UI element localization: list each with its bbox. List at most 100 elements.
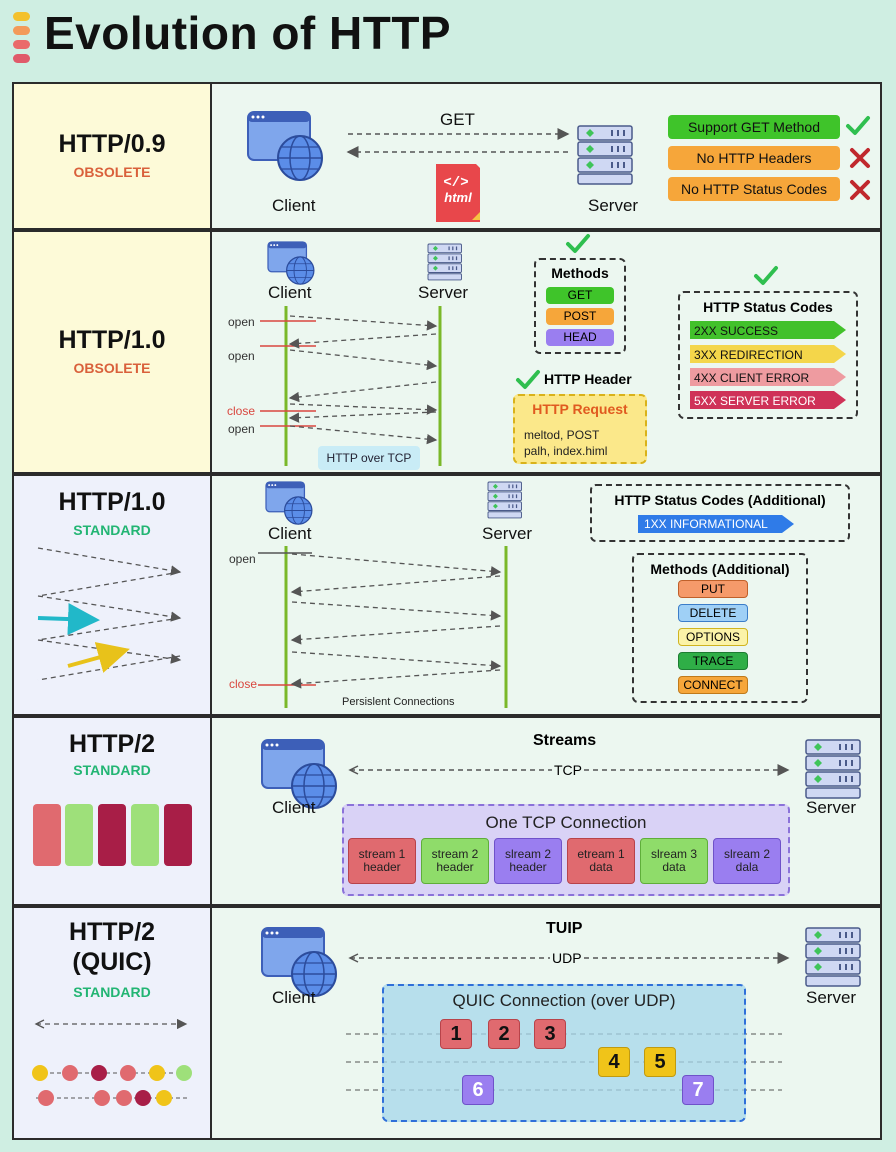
version-label: HTTP/1.0 [58, 326, 166, 354]
packet-1: 1 [440, 1019, 472, 1049]
cross-icon [850, 148, 870, 168]
version-label: (QUIC) [72, 948, 152, 976]
title-dot [13, 26, 30, 35]
status-code-item: 5XX SERVER ERROR [694, 394, 816, 408]
open-label: open [228, 315, 255, 329]
quic-title: TUIP [546, 920, 583, 937]
status-code-item: 3XX REDIRECTION [694, 348, 803, 362]
version-label: HTTP/2 [68, 918, 156, 946]
transport-label: TCP [552, 762, 584, 778]
status-additional-title: HTTP Status Codes (Additional) [614, 492, 826, 508]
status-label: STANDARD [73, 762, 151, 778]
client-label: Client [272, 988, 316, 1007]
feature-badge: Support GET Method [668, 115, 840, 139]
svg-text:</>: </> [443, 175, 468, 191]
tcp-connection-title: One TCP Connection [485, 813, 647, 832]
stream-name: etream 1 [577, 847, 625, 861]
transport-badge: HTTP over TCP [318, 446, 420, 470]
open-label: open [228, 349, 255, 363]
request-label: GET [440, 110, 475, 129]
page-title: Evolution of HTTP [44, 7, 452, 59]
server-icon [805, 927, 861, 987]
open-label: open [228, 422, 255, 436]
streams-title: Streams [533, 732, 597, 749]
server-label: Server [418, 283, 469, 302]
stream-part: data [662, 860, 686, 874]
status-label: OBSOLETE [73, 164, 151, 180]
stream-name: slream 2 [723, 847, 770, 861]
stream-part: data [589, 860, 613, 874]
server-label: Server [806, 988, 857, 1007]
status-codes-title: HTTP Status Codes [703, 299, 833, 315]
packet-6: 6 [462, 1075, 494, 1105]
title-dot [13, 40, 30, 49]
client-label: Client [268, 524, 312, 543]
packet-5: 5 [644, 1047, 676, 1077]
header-title: HTTP Header [544, 371, 632, 387]
quic-connection-title: QUIC Connection (over UDP) [452, 991, 676, 1010]
feature-badge: No HTTP Status Codes [668, 177, 840, 201]
client-label: Client [272, 798, 316, 817]
status-code-item: 1XX INFORMATIONAL [644, 517, 768, 531]
methods-additional-box [632, 553, 808, 703]
row-http10-obsolete: HTTP/1.0 OBSOLETE [12, 230, 882, 474]
packet-2: 2 [488, 1019, 520, 1049]
stream-part: header [363, 860, 401, 874]
feature-badge: No HTTP Headers [668, 146, 840, 170]
packet-3: 3 [534, 1019, 566, 1049]
stream-part: dala [735, 860, 759, 874]
status-additional-box [590, 484, 850, 542]
status-code-item: 2XX SUCCESS [694, 324, 779, 338]
client-icon [247, 111, 323, 181]
status-label: STANDARD [73, 984, 151, 1000]
status-label: STANDARD [73, 522, 151, 538]
persistent-note: Persislent Connections [342, 696, 455, 708]
version-label: HTTP/2 [68, 730, 156, 758]
request-line: meltod, POST [524, 428, 600, 442]
version-label: HTTP/0.9 [58, 130, 166, 158]
transport-label: UDP [550, 950, 584, 966]
client-label: Client [268, 283, 312, 302]
client-label: Client [272, 196, 316, 215]
method-badge: POST [546, 308, 614, 325]
check-icon [754, 266, 778, 285]
stream-name: slream 3 [650, 847, 697, 861]
stream-name: stream 2 [431, 847, 479, 861]
close-label: close [227, 404, 256, 418]
method-badge: OPTIONS [678, 628, 748, 646]
request-line: palh, index.himl [524, 444, 608, 458]
title-dot [13, 12, 30, 21]
check-icon [516, 370, 540, 389]
method-badge: PUT [678, 580, 748, 598]
cross-icon [850, 180, 870, 200]
status-code-item: 4XX CLIENT ERROR [694, 371, 810, 385]
server-icon [577, 125, 633, 185]
client-icon [261, 927, 337, 997]
server-label: Server [806, 798, 857, 817]
html-file-icon: </> [436, 164, 480, 222]
request-title: HTTP Request [532, 401, 628, 417]
method-badge: CONNECT [678, 676, 748, 694]
packet-7: 7 [682, 1075, 714, 1105]
html-file-label: html [444, 190, 472, 205]
check-icon [566, 234, 590, 253]
status-label: OBSOLETE [73, 360, 151, 376]
request-box [513, 394, 647, 464]
method-badge: TRACE [678, 652, 748, 670]
server-label: Server [482, 524, 533, 543]
stream-part: header [436, 860, 474, 874]
methods-box [534, 258, 626, 354]
method-badge: DELETE [678, 604, 748, 622]
packet-4: 4 [598, 1047, 630, 1077]
open-label: open [229, 552, 256, 566]
methods-additional-title: Methods (Additional) [650, 561, 790, 577]
status-codes-box [678, 291, 858, 419]
method-badge: GET [546, 287, 614, 304]
methods-title: Methods [551, 265, 609, 281]
method-badge: HEAD [546, 329, 614, 346]
